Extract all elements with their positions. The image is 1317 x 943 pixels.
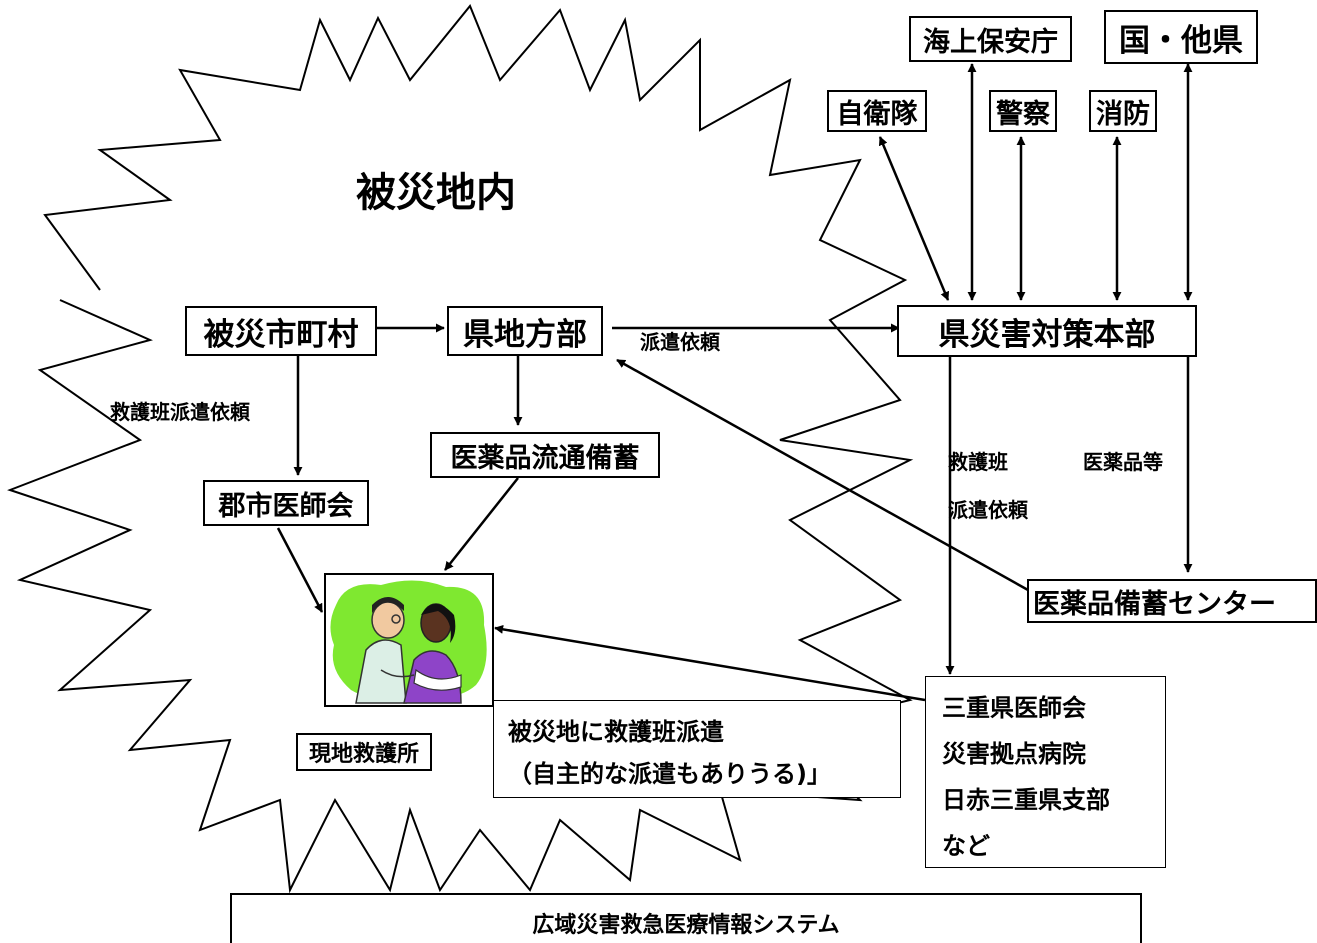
mie-line-2: 災害拠点病院 bbox=[942, 740, 1086, 768]
clinic-illustration bbox=[324, 573, 494, 707]
arrow-ishikai-to-clinic bbox=[276, 527, 324, 613]
node-fire-department: 消防 bbox=[1089, 90, 1157, 132]
label-rescue-team-dispatch-request: 救護班派遣依頼 bbox=[110, 400, 250, 424]
diagram-title: 被災地内 bbox=[356, 170, 516, 216]
node-pharmaceutical-stockpile-center: 医薬品備蓄センター bbox=[1027, 579, 1317, 623]
node-self-defense-forces: 自衛隊 bbox=[827, 90, 927, 132]
node-prefectural-regional-office: 県地方部 bbox=[447, 306, 603, 356]
label-dispatch-request: 派遣依頼 bbox=[640, 330, 720, 354]
arrow-honbu-jieitai bbox=[878, 136, 950, 301]
label-dispatch-request-2: 派遣依頼 bbox=[948, 498, 1028, 522]
doctor-patient-icon bbox=[330, 580, 487, 704]
node-pharmaceutical-distribution-stockpile: 医薬品流通備蓄 bbox=[430, 432, 660, 478]
node-field-first-aid-station: 現地救護所 bbox=[296, 733, 432, 771]
mie-line-1: 三重県医師会 bbox=[942, 694, 1086, 722]
arrow-center-to-chihobu bbox=[616, 358, 1029, 592]
dispatch-note-line-1: 被災地に救護班派遣 bbox=[508, 718, 724, 746]
node-affected-municipalities: 被災市町村 bbox=[185, 306, 377, 356]
node-police: 警察 bbox=[989, 90, 1057, 132]
node-wide-area-emergency-info-system: 広域災害救急医療情報システム bbox=[230, 893, 1142, 943]
node-county-medical-association: 郡市医師会 bbox=[203, 480, 369, 526]
mie-line-3: 日赤三重県支部 bbox=[942, 786, 1110, 814]
disaster-area-starburst bbox=[7, 4, 914, 894]
dispatch-note-box: 被災地に救護班派遣 （自主的な派遣もありうる)」 bbox=[493, 700, 901, 798]
node-national-other-prefectures: 国・他県 bbox=[1104, 10, 1258, 64]
arrow-ryutsu-to-clinic bbox=[444, 477, 519, 571]
label-rescue-team: 救護班 bbox=[948, 450, 1008, 474]
mie-line-4: など bbox=[942, 832, 990, 860]
arrow-mie-to-clinic bbox=[494, 624, 926, 702]
node-prefectural-disaster-hq: 県災害対策本部 bbox=[897, 305, 1197, 357]
node-mie-medical-organizations: 三重県医師会 災害拠点病院 日赤三重県支部 など bbox=[925, 676, 1166, 868]
label-pharmaceuticals-etc: 医薬品等 bbox=[1083, 450, 1163, 474]
node-coast-guard: 海上保安庁 bbox=[909, 16, 1072, 62]
dispatch-note-line-2: （自主的な派遣もありうる)」 bbox=[508, 760, 831, 788]
